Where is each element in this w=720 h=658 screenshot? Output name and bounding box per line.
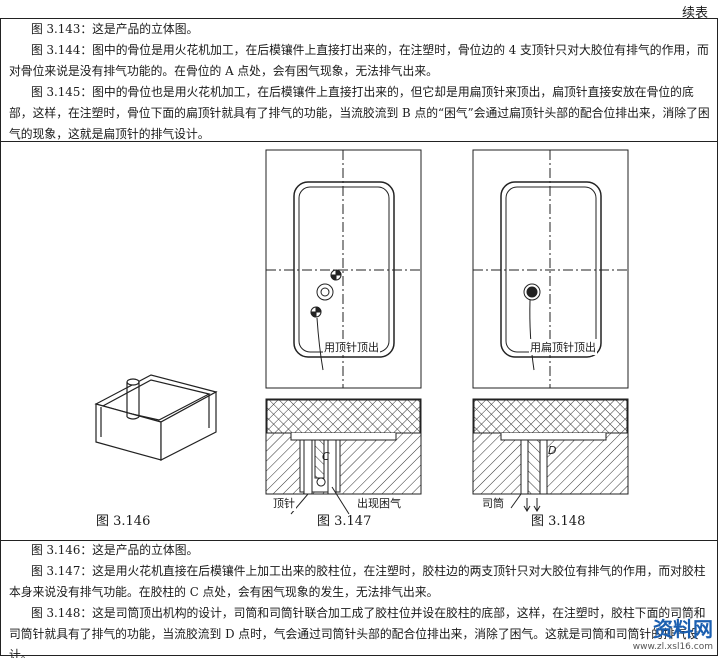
paragraph-fig-3-147: 图 3.147：这是用火花机直接在后模镶件上加工出来的胶柱位，在注塑时，胶柱边的… <box>9 564 706 599</box>
callout-ejector-pin-out: 用顶针顶出 <box>323 339 380 355</box>
paragraph-fig-3-148: 图 3.148：这是司筒顶出机构的设计，司筒和司筒针联合加工成了胶柱位并设在胶柱… <box>9 606 706 658</box>
point-c-label: C <box>322 450 330 463</box>
content-table: 图 3.143：这是产品的立体图。 图 3.144：图中的骨位是用火花机加工，在… <box>0 18 719 658</box>
watermark-url: www.zl.xsl16.com <box>632 642 713 652</box>
paragraph-fig-3-144: 图 3.144：图中的骨位是用火花机加工，在后模镶件上直接打出来的，在注塑时，骨… <box>9 43 709 78</box>
callout-trapped-air: 出现困气 <box>356 495 402 511</box>
caption-fig-3-146: 图 3.146 <box>96 514 151 529</box>
paragraph-fig-3-143: 图 3.143：这是产品的立体图。 <box>31 22 199 36</box>
top-text-block: 图 3.143：这是产品的立体图。 图 3.144：图中的骨位是用火花机加工，在… <box>9 19 711 145</box>
paragraph-fig-3-145: 图 3.145：图中的骨位也是用火花机加工，在后模镶件上直接打出来的，但它却是用… <box>9 85 710 141</box>
product-isometric-drawing <box>94 374 218 461</box>
watermark-logo-text: 资料网 <box>653 617 713 641</box>
point-d-label: D <box>548 444 557 457</box>
site-watermark: 资料网 www.zl.xsl16.com <box>633 613 713 652</box>
callout-sleeve: 司筒 <box>481 495 505 511</box>
figure-row: C D 用顶针顶出 用扁顶针顶出 顶针 出现困气 司筒 图 3.146 图 3.… <box>1 142 719 540</box>
callout-ejector-pin: 顶针 <box>272 495 296 511</box>
section-view-fig-3-148 <box>472 398 629 512</box>
continued-label: 续表 <box>681 6 708 21</box>
row-divider <box>1 141 717 142</box>
row-divider <box>1 540 717 541</box>
caption-fig-3-148: 图 3.148 <box>531 514 586 529</box>
figure-drawings <box>94 149 629 515</box>
callout-flat-pin-out: 用扁顶针顶出 <box>529 339 597 355</box>
paragraph-fig-3-146: 图 3.146：这是产品的立体图。 <box>31 543 199 557</box>
caption-fig-3-147: 图 3.147 <box>317 514 372 529</box>
bottom-text-block: 图 3.146：这是产品的立体图。 图 3.147：这是用火花机直接在后模镶件上… <box>9 540 711 658</box>
section-view-fig-3-147 <box>265 398 422 515</box>
